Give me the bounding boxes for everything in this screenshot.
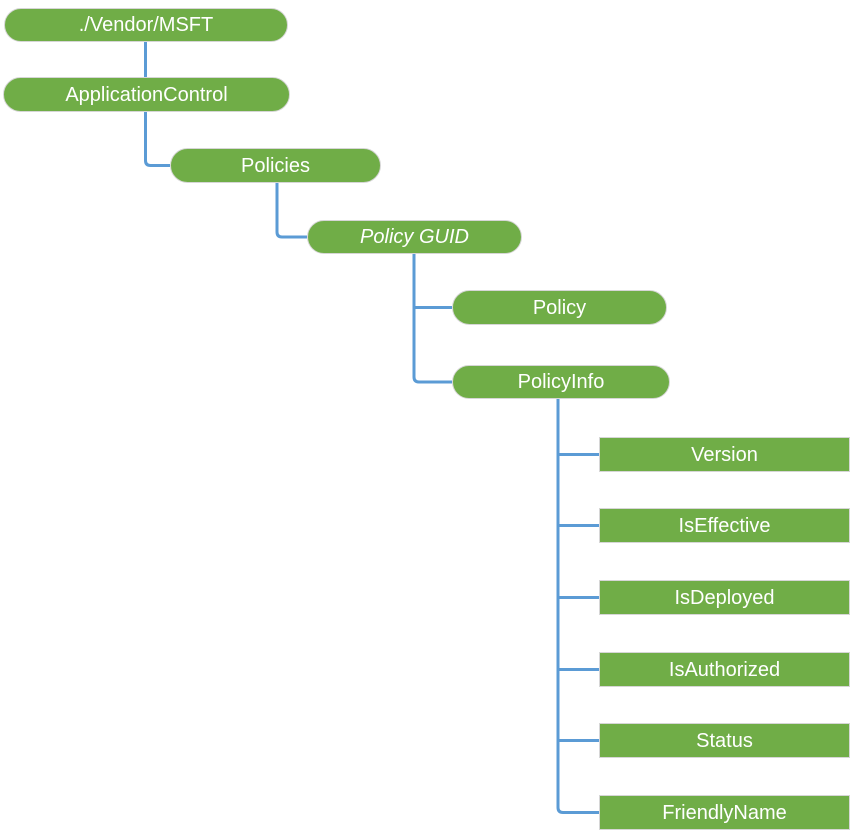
tree-node-policy-guid: Policy GUID — [307, 220, 522, 254]
tree-node-version: Version — [599, 437, 850, 472]
tree-node-status: Status — [599, 723, 850, 758]
tree-node-policies: Policies — [170, 148, 381, 183]
tree-node-policy-info: PolicyInfo — [452, 365, 670, 399]
connector-policies-to-policyguid — [275, 183, 307, 239]
tree-node-is-deployed: IsDeployed — [599, 580, 850, 615]
connector-applicationcontrol-to-policies — [144, 112, 170, 167]
connector-policyinfo-trunk-to-friendlyname — [556, 399, 599, 814]
connector-policyguid-trunk-to-policyinfo — [412, 254, 452, 384]
tree-node-application-control: ApplicationControl — [3, 77, 290, 112]
tree-node-is-authorized: IsAuthorized — [599, 652, 850, 687]
tree-node-vendor-msft: ./Vendor/MSFT — [4, 8, 288, 42]
tree-node-friendly-name: FriendlyName — [599, 795, 850, 830]
tree-node-is-effective: IsEffective — [599, 508, 850, 543]
tree-node-policy: Policy — [452, 290, 667, 325]
